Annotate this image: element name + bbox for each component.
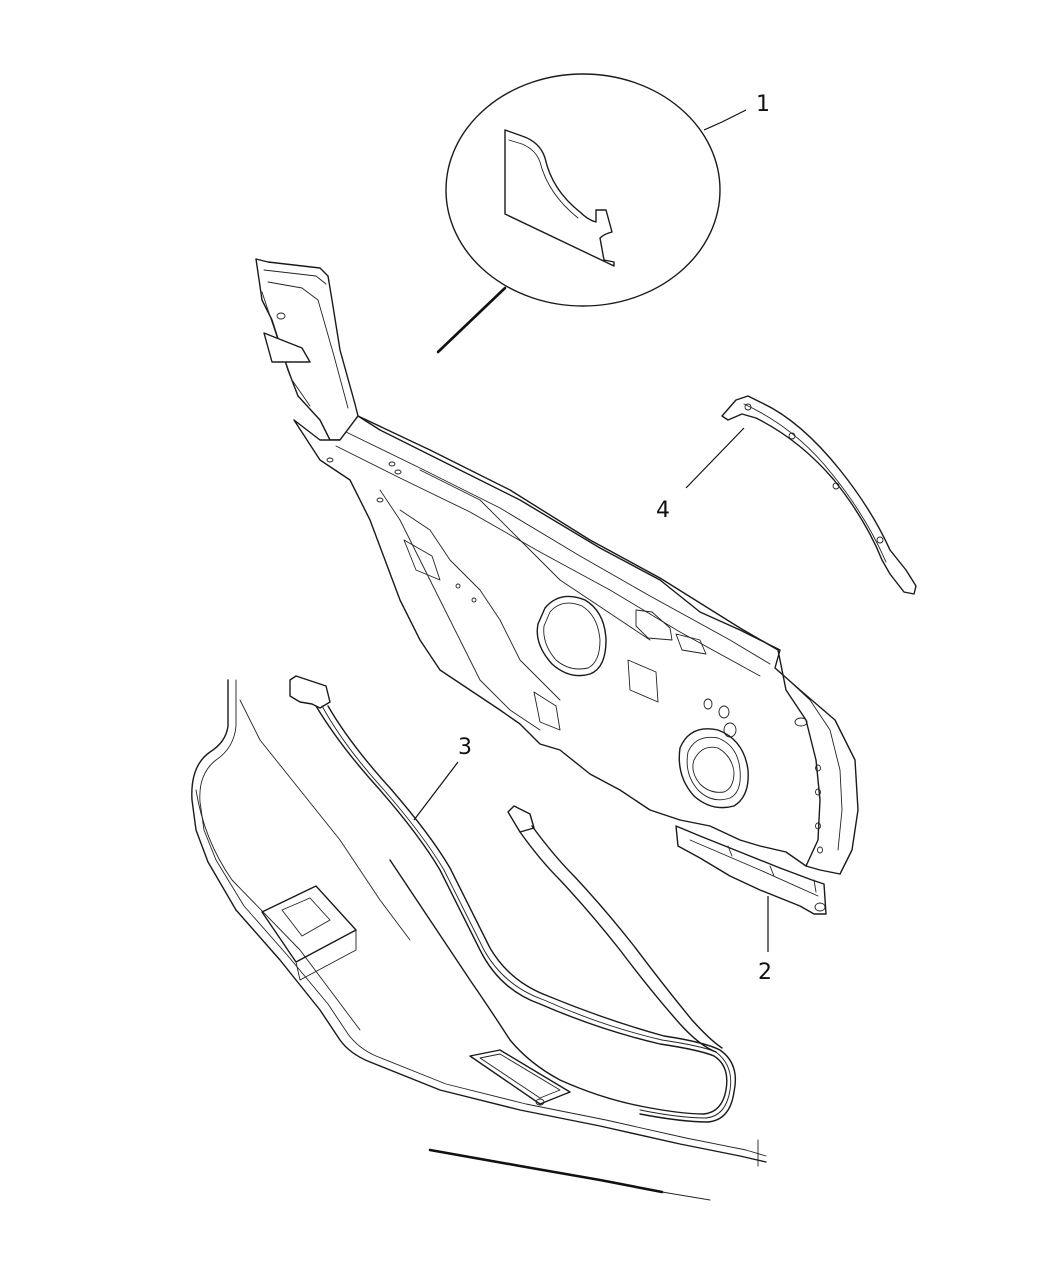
part-2-channel-strip (675, 825, 827, 952)
callout-3: 3 (458, 735, 472, 760)
round-opening (678, 728, 749, 809)
oval-opening (536, 595, 607, 677)
callout-label-4: 4 (656, 498, 670, 523)
cowl-panel (255, 258, 859, 875)
callout-4: 4 (656, 498, 670, 523)
callout-label-1: 1 (756, 92, 770, 117)
callout-2: 2 (758, 960, 772, 985)
callout-label-3: 3 (458, 735, 472, 760)
detail-circle-part-1 (436, 73, 721, 354)
inner-seal (507, 805, 723, 1053)
door-panel (191, 679, 767, 1201)
part-3-door-seal (289, 675, 737, 1123)
callout-1: 1 (703, 92, 770, 131)
callout-label-2: 2 (758, 960, 772, 985)
part-4-seal-strip (685, 395, 917, 595)
